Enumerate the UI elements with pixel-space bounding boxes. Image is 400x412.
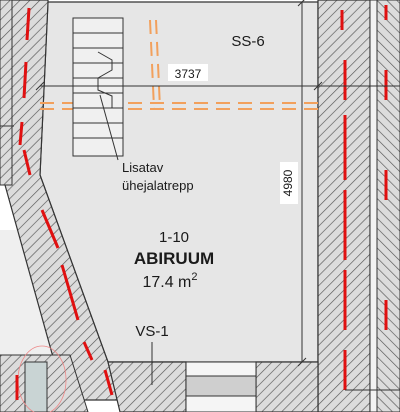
room-name: ABIRUUM (134, 249, 214, 268)
dimension-horizontal-label-bg (168, 64, 208, 81)
room-area-value: 17.4 m (142, 274, 191, 291)
room-number: 1-10 (159, 229, 189, 246)
wall-label-ss6: SS-6 (231, 33, 264, 50)
stair (72, 17, 124, 157)
stair-note-line2: ühejalatrepp (122, 178, 194, 193)
bottom-wall-right (255, 361, 319, 412)
wall-label-vs1: VS-1 (135, 323, 168, 340)
room-area: 17.4 m2 (142, 271, 197, 291)
bottom-wall-left (107, 361, 187, 412)
left-outer-wall (0, 0, 13, 186)
room-area-unit: 2 (191, 271, 197, 283)
right-wall-thin (369, 0, 378, 412)
dimension-vertical (297, 0, 307, 367)
dimension-vertical-label-bg (280, 162, 298, 204)
dimension-horizontal-label: 3737 (175, 67, 202, 81)
red-lines (15, 5, 388, 400)
stair-leader (99, 94, 119, 161)
bottom-left-opening (24, 361, 48, 412)
stair-note-line1: Lisatav (122, 160, 164, 175)
dimension-vertical-label: 4980 (281, 169, 295, 196)
door-threshold (185, 375, 257, 397)
right-wall-outer (376, 0, 400, 412)
